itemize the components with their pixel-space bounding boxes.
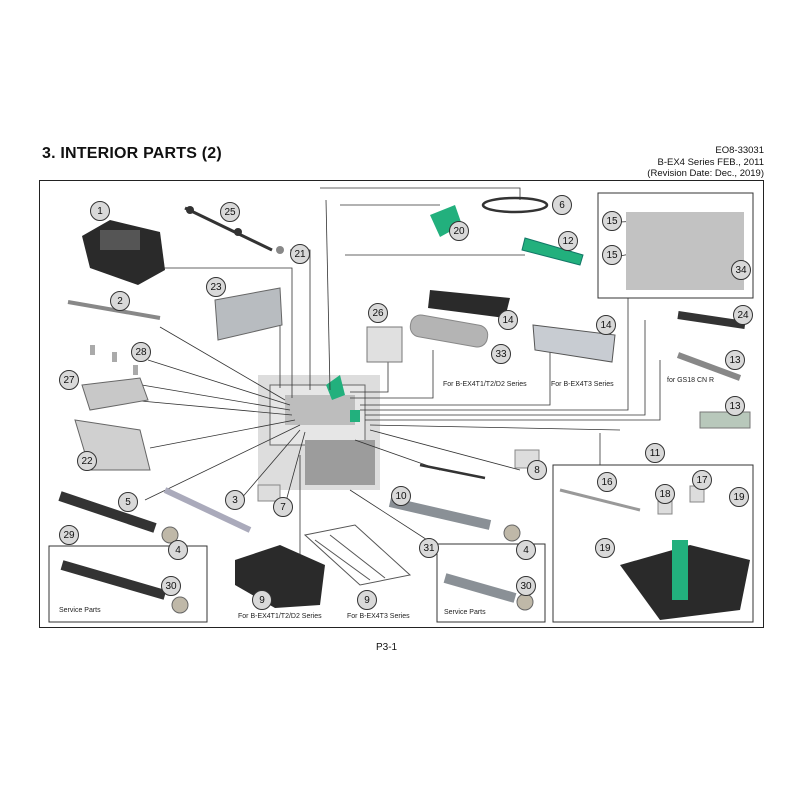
callout-12: 12 — [558, 231, 578, 251]
callout-24: 24 — [733, 305, 753, 325]
callout-14: 14 — [498, 310, 518, 330]
callout-1: 1 — [90, 201, 110, 221]
callout-5: 5 — [118, 492, 138, 512]
callout-7: 7 — [273, 497, 293, 517]
caption-service-right: Service Parts — [444, 609, 486, 616]
callout-9: 9 — [252, 590, 272, 610]
part-9-ribbon-t1d2 — [235, 545, 325, 608]
part-23-plate — [214, 287, 283, 341]
part-13-module — [699, 411, 751, 429]
page-title: 3. INTERIOR PARTS (2) — [42, 145, 222, 162]
callout-26: 26 — [368, 303, 388, 323]
callout-16: 16 — [597, 472, 617, 492]
part-30-gear-right — [516, 593, 534, 611]
callout-18: 18 — [655, 484, 675, 504]
callout-17: 17 — [692, 470, 712, 490]
callout-22: 22 — [77, 451, 97, 471]
inset-photo — [626, 212, 744, 290]
leader-lines — [129, 187, 736, 555]
callout-34: 34 — [731, 260, 751, 280]
part-29-roller-service — [60, 560, 167, 600]
part-28-springs — [90, 345, 138, 375]
part-6-belt — [481, 196, 549, 214]
part-1-carriage — [82, 220, 165, 285]
printer-mechanism-center — [258, 375, 380, 490]
callout-23: 23 — [206, 277, 226, 297]
caption-service-left: Service Parts — [59, 607, 101, 614]
callout-13: 13 — [725, 350, 745, 370]
service-box-left — [48, 545, 208, 623]
caption-t1d2-upper: For B-EX4T1/T2/D2 Series — [443, 381, 527, 388]
part-10-roller — [388, 497, 492, 530]
part-7-bearing — [257, 484, 281, 502]
part-3-bar — [163, 487, 252, 533]
part-5-roller — [58, 491, 157, 533]
callout-21: 21 — [290, 244, 310, 264]
part-25-shaft — [184, 206, 273, 252]
callout-25: 25 — [220, 202, 240, 222]
callout-3: 3 — [225, 490, 245, 510]
part-16-bar — [559, 488, 641, 512]
caption-t1d2-lower: For B-EX4T1/T2/D2 Series — [238, 613, 322, 620]
callout-29: 29 — [59, 525, 79, 545]
callout-2: 2 — [110, 291, 130, 311]
callout-19: 19 — [595, 538, 615, 558]
callout-30: 30 — [516, 576, 536, 596]
callout-27: 27 — [59, 370, 79, 390]
part-14-head-t3 — [532, 324, 616, 363]
document-number: EO8-33031 — [715, 145, 764, 156]
caption-gs18: for GS18 CN R — [667, 377, 715, 384]
callout-4: 4 — [516, 540, 536, 560]
part-2-rod — [67, 300, 161, 320]
callout-11: 11 — [645, 443, 665, 463]
callout-28: 28 — [131, 342, 151, 362]
diagram-frame — [39, 180, 764, 628]
part-33-roller — [409, 314, 489, 348]
callout-8: 8 — [527, 460, 547, 480]
part-24-roller — [677, 311, 746, 329]
part-32-pin — [419, 463, 486, 480]
callout-10: 10 — [391, 486, 411, 506]
series-date: B-EX4 Series FEB., 2011 — [657, 157, 765, 168]
group-box-11 — [552, 464, 754, 623]
callout-19: 19 — [729, 487, 749, 507]
callout-15: 15 — [602, 211, 622, 231]
callout-4: 4 — [168, 540, 188, 560]
callout-31: 31 — [419, 538, 439, 558]
callout-20: 20 — [449, 221, 469, 241]
callout-14: 14 — [596, 315, 616, 335]
part-27-bracket — [81, 377, 149, 411]
part-14-head-t1d2 — [428, 290, 510, 318]
callout-15: 15 — [602, 245, 622, 265]
callout-30: 30 — [161, 576, 181, 596]
part-9-ribbon-t3 — [303, 524, 412, 586]
part-26-plate — [366, 326, 403, 363]
part-30-gear-left — [171, 596, 189, 614]
caption-t3-upper: For B-EX4T3 Series — [551, 381, 614, 388]
callout-33: 33 — [491, 344, 511, 364]
service-box-right — [436, 543, 546, 623]
part-13-strip — [676, 352, 742, 381]
callout-13: 13 — [725, 396, 745, 416]
callout-9: 9 — [357, 590, 377, 610]
part-31-roller-service — [443, 573, 517, 603]
revision-date: (Revision Date: Dec., 2019) — [647, 168, 764, 179]
callout-6: 6 — [552, 195, 572, 215]
caption-t3-lower: For B-EX4T3 Series — [347, 613, 410, 620]
part-4-gear-right — [503, 524, 521, 542]
part-11-green — [672, 540, 688, 600]
inset-box-top-right — [597, 192, 754, 299]
page-number: P3-1 — [376, 642, 398, 653]
part-21-nut — [276, 246, 284, 254]
